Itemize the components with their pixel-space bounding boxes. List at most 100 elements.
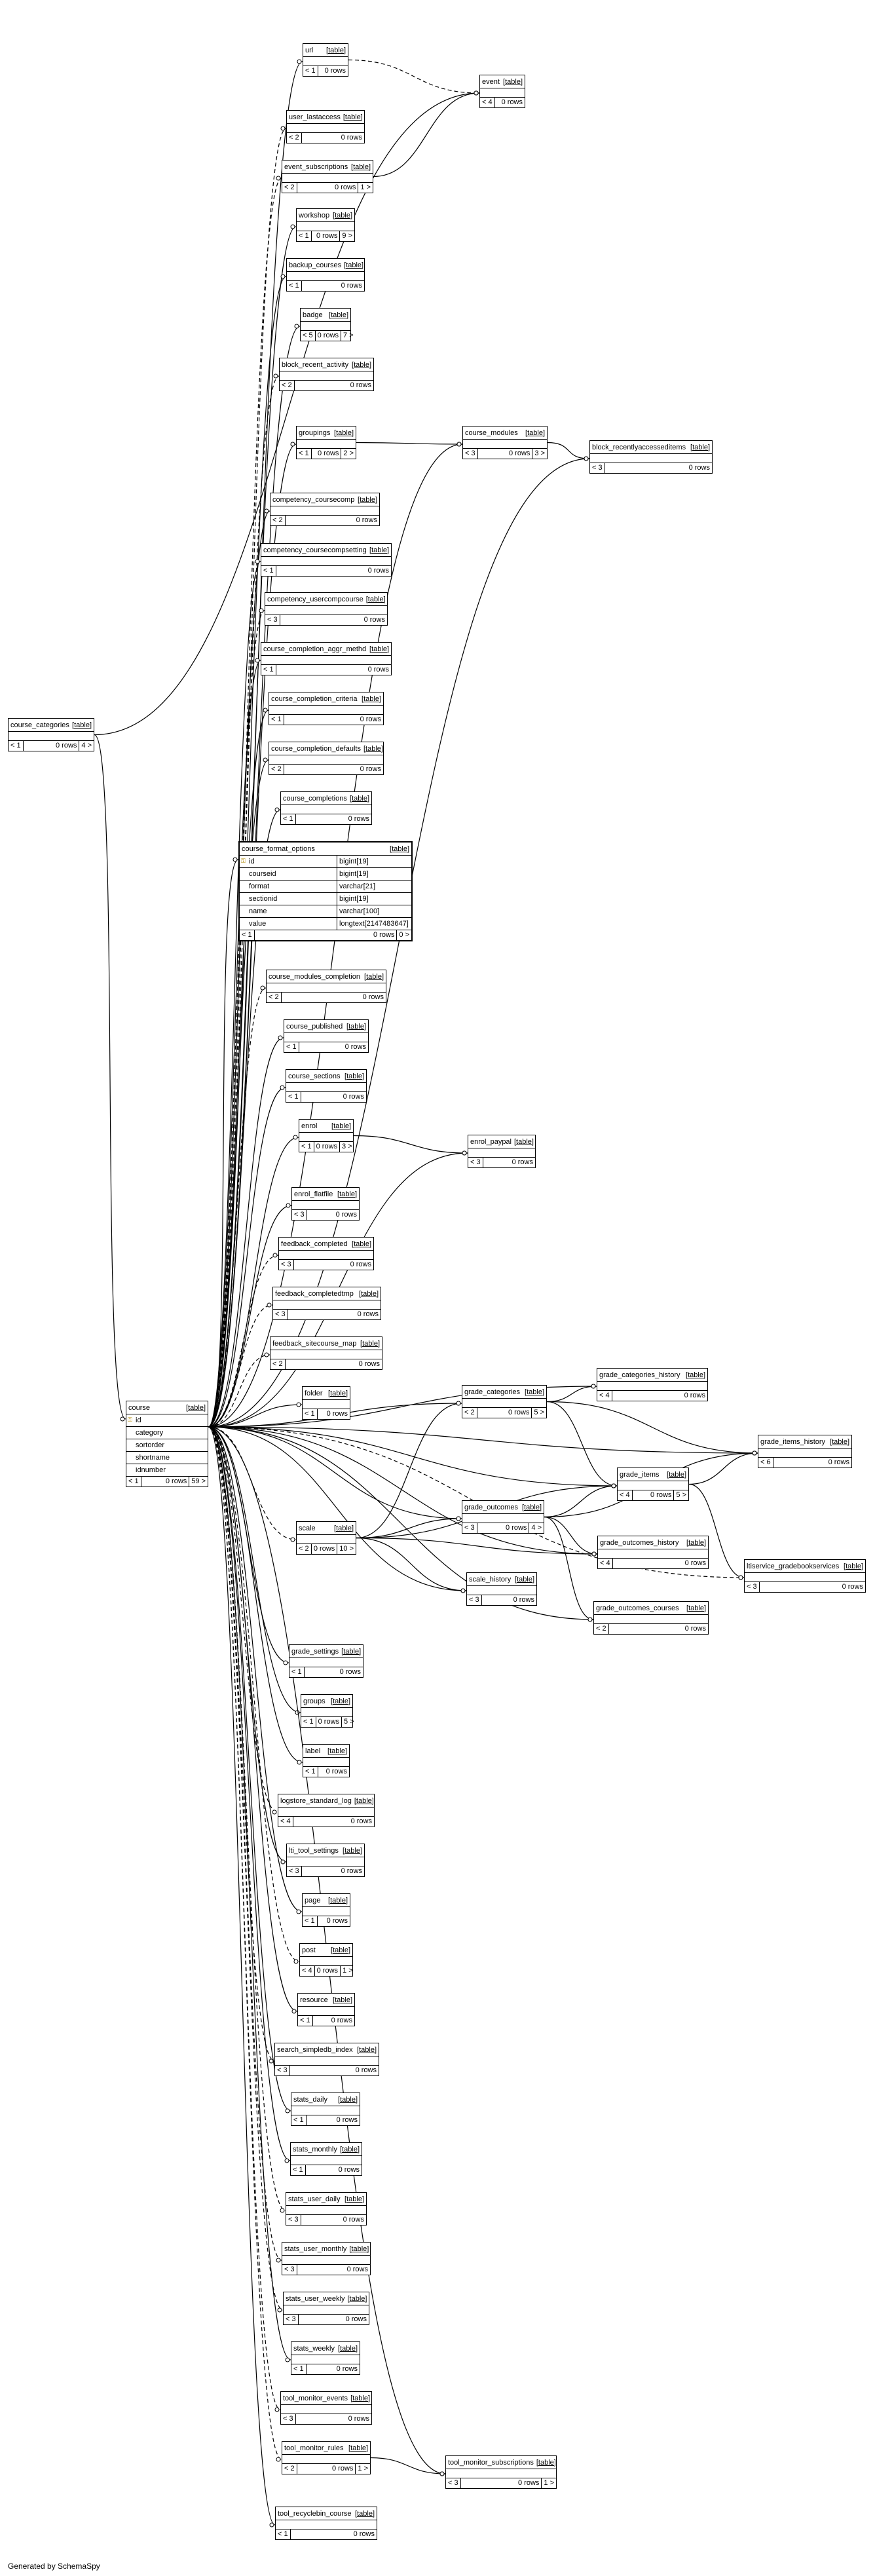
- table-name[interactable]: grade_outcomes_history: [600, 1538, 679, 1547]
- parents-count[interactable]: < 1: [287, 281, 302, 291]
- parents-count[interactable]: < 3: [284, 2315, 299, 2324]
- table-name[interactable]: block_recent_activity: [282, 360, 349, 369]
- table-name[interactable]: course_published: [286, 1022, 343, 1031]
- parents-count[interactable]: < 2: [267, 993, 282, 1002]
- parents-count[interactable]: < 1: [303, 1916, 318, 1926]
- parents-count[interactable]: < 1: [269, 715, 284, 725]
- table-name[interactable]: ltiservice_gradebookservices: [747, 1562, 840, 1570]
- parents-count[interactable]: < 1: [303, 66, 318, 76]
- table-name[interactable]: stats_user_daily: [288, 2195, 341, 2203]
- parents-count[interactable]: < 3: [446, 2478, 461, 2488]
- table-name[interactable]: competency_usercompcourse: [267, 595, 363, 603]
- parents-count[interactable]: < 1: [291, 2364, 307, 2374]
- parents-count[interactable]: < 1: [281, 814, 296, 824]
- table-name[interactable]: user_lastaccess: [289, 113, 341, 121]
- table-name[interactable]: search_simpledb_index: [277, 2045, 353, 2054]
- parents-count[interactable]: < 3: [265, 615, 280, 625]
- table-name[interactable]: groupings: [299, 428, 331, 437]
- parents-count[interactable]: < 1: [301, 1717, 316, 1727]
- table-name[interactable]: course_completion_aggr_methd: [263, 645, 367, 653]
- children-count[interactable]: 9 >: [342, 232, 352, 240]
- parents-count[interactable]: < 1: [299, 1142, 314, 1152]
- parents-count[interactable]: < 2: [270, 1359, 286, 1369]
- table-name[interactable]: grade_items: [620, 1470, 660, 1479]
- table-name[interactable]: feedback_completedtmp: [275, 1289, 354, 1298]
- parents-count[interactable]: < 1: [298, 2016, 313, 2026]
- parents-count[interactable]: < 3: [282, 2265, 297, 2275]
- parents-count[interactable]: < 2: [462, 1408, 477, 1418]
- table-name[interactable]: backup_courses: [289, 261, 342, 269]
- children-count[interactable]: 10 >: [339, 1545, 354, 1553]
- table-name[interactable]: tool_monitor_events: [283, 2394, 348, 2402]
- parents-count[interactable]: < 4: [480, 98, 495, 107]
- parents-count[interactable]: < 2: [280, 381, 295, 390]
- parents-count[interactable]: < 1: [261, 566, 276, 576]
- table-name[interactable]: course_sections: [288, 1072, 341, 1080]
- table-name[interactable]: feedback_sitecourse_map: [272, 1339, 357, 1348]
- parents-count[interactable]: < 3: [275, 2066, 290, 2075]
- table-name[interactable]: lti_tool_settings: [289, 1846, 339, 1855]
- parents-count[interactable]: < 2: [269, 765, 284, 774]
- parents-count[interactable]: < 3: [468, 1158, 483, 1167]
- table-name[interactable]: grade_settings: [291, 1647, 339, 1656]
- children-count[interactable]: 5 >: [676, 1491, 686, 1499]
- table-name[interactable]: course_categories: [10, 721, 69, 729]
- table-name[interactable]: groups: [303, 1697, 326, 1705]
- parents-count[interactable]: < 4: [300, 1966, 315, 1976]
- table-name[interactable]: grade_outcomes: [464, 1503, 518, 1511]
- parents-count[interactable]: < 1: [240, 930, 255, 940]
- table-name[interactable]: stats_monthly: [293, 2145, 337, 2153]
- table-name[interactable]: course_completions: [283, 794, 347, 803]
- table-name[interactable]: enrol_flatfile: [294, 1190, 333, 1198]
- parents-count[interactable]: < 3: [463, 449, 478, 459]
- children-count[interactable]: 7 >: [343, 331, 354, 339]
- table-name[interactable]: tool_monitor_rules: [284, 2444, 344, 2452]
- table-name[interactable]: event_subscriptions: [284, 162, 348, 171]
- children-count[interactable]: 3 >: [534, 449, 545, 457]
- table-name[interactable]: course_modules: [465, 428, 518, 437]
- table-name[interactable]: scale: [299, 1524, 316, 1532]
- table-name[interactable]: url: [305, 46, 314, 54]
- table-name[interactable]: logstore_standard_log: [280, 1796, 352, 1805]
- table-name[interactable]: grade_categories_history: [599, 1371, 680, 1379]
- parents-count[interactable]: < 3: [462, 1523, 477, 1533]
- children-count[interactable]: 4 >: [531, 1524, 542, 1532]
- children-count[interactable]: 3 >: [342, 1143, 352, 1150]
- table-name[interactable]: workshop: [299, 211, 330, 219]
- parents-count[interactable]: < 3: [292, 1210, 307, 1220]
- parents-count[interactable]: < 2: [282, 183, 297, 193]
- table-name[interactable]: competency_coursecompsetting: [263, 546, 367, 554]
- table-name[interactable]: stats_weekly: [293, 2344, 335, 2353]
- parents-count[interactable]: < 4: [278, 1817, 293, 1827]
- table-name[interactable]: tool_monitor_subscriptions: [448, 2458, 534, 2467]
- parents-count[interactable]: < 1: [276, 2529, 291, 2539]
